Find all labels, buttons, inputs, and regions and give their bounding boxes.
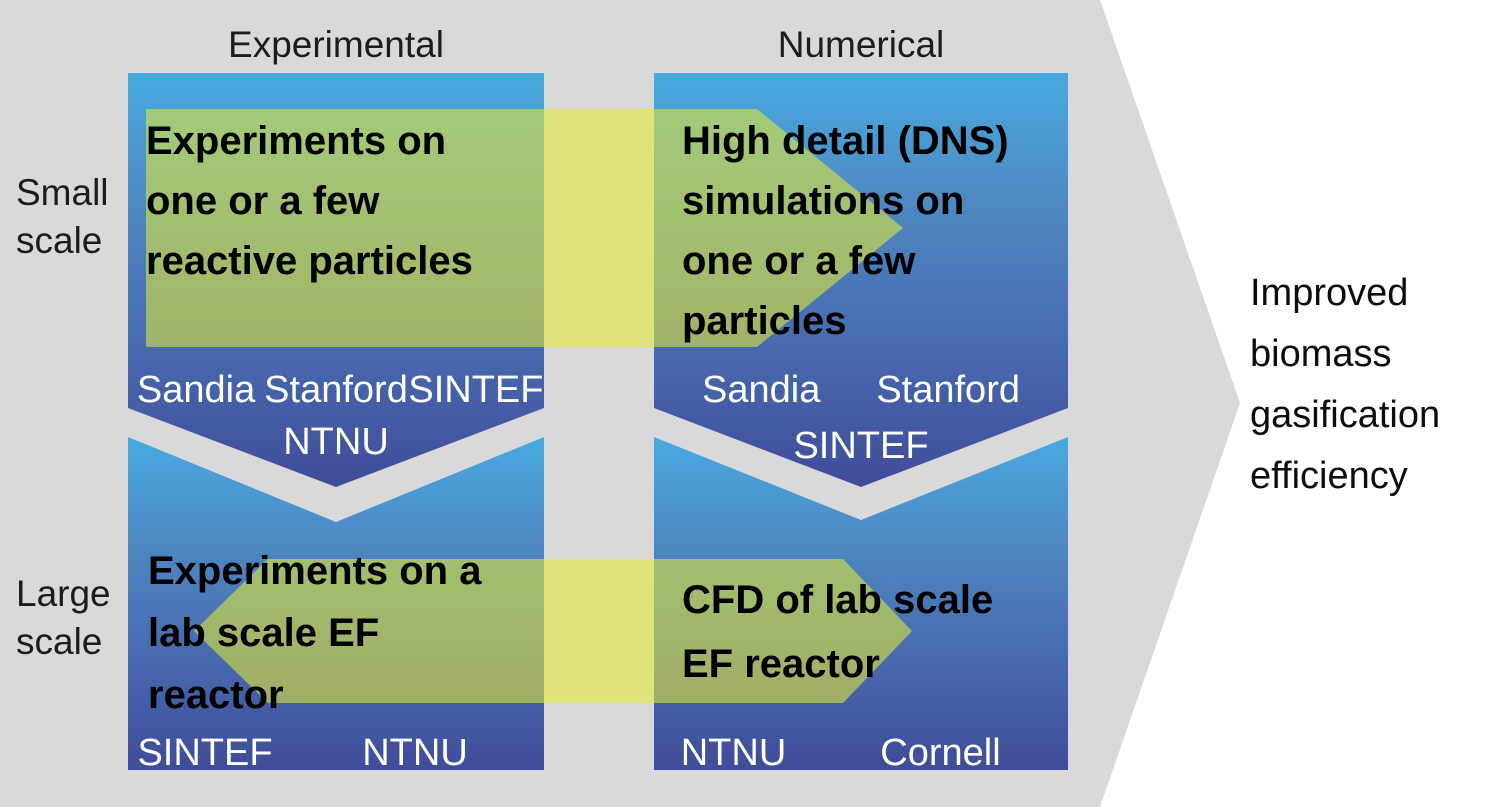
partner-name: NTNU <box>283 421 389 463</box>
partner-name: NTNU <box>680 732 787 774</box>
partner-name: SINTEF <box>793 425 929 467</box>
partner-name: SINTEF <box>408 369 544 411</box>
partners-top-right-row2: SINTEF <box>654 424 1068 468</box>
partner-name: NTNU <box>362 732 468 774</box>
title-large-experimental: Experiments on a lab scale EF reactor <box>148 549 482 717</box>
partner-name: Stanford <box>264 369 408 411</box>
partners-top-left-row1: Sandia Stanford SINTEF <box>128 368 544 412</box>
partner-name: Sandia <box>702 369 821 411</box>
partner-name: Sandia <box>136 369 256 411</box>
green-arrow-bottom-double-icon <box>194 559 912 703</box>
column-header-experimental: Experimental <box>228 24 444 65</box>
partner-name: Cornell <box>880 732 1001 774</box>
column-header-numerical: Numerical <box>777 24 945 65</box>
title-small-numerical: High detail (DNS) simulations on one or … <box>682 119 1009 343</box>
partners-top-left-row2: NTNU <box>128 420 544 464</box>
partners-bottom-right: NTNU Cornell <box>630 731 1044 775</box>
partners-bottom-left: SINTEF NTNU <box>100 731 520 775</box>
title-small-experimental: Experiments on one or a few reactive par… <box>146 119 473 283</box>
title-large-numerical: CFD of lab scale EF reactor <box>682 578 994 686</box>
outcome-text: Improved biomass gasification efficiency <box>1250 272 1441 497</box>
partner-name: SINTEF <box>137 732 273 774</box>
partners-top-right-row1: Sandia Stanford <box>654 368 1068 412</box>
partner-name: Stanford <box>876 369 1020 411</box>
row-label-large-scale: Large scale <box>16 573 111 662</box>
row-label-small-scale: Small scale <box>16 172 109 261</box>
green-arrow-top-right-icon <box>146 109 903 347</box>
